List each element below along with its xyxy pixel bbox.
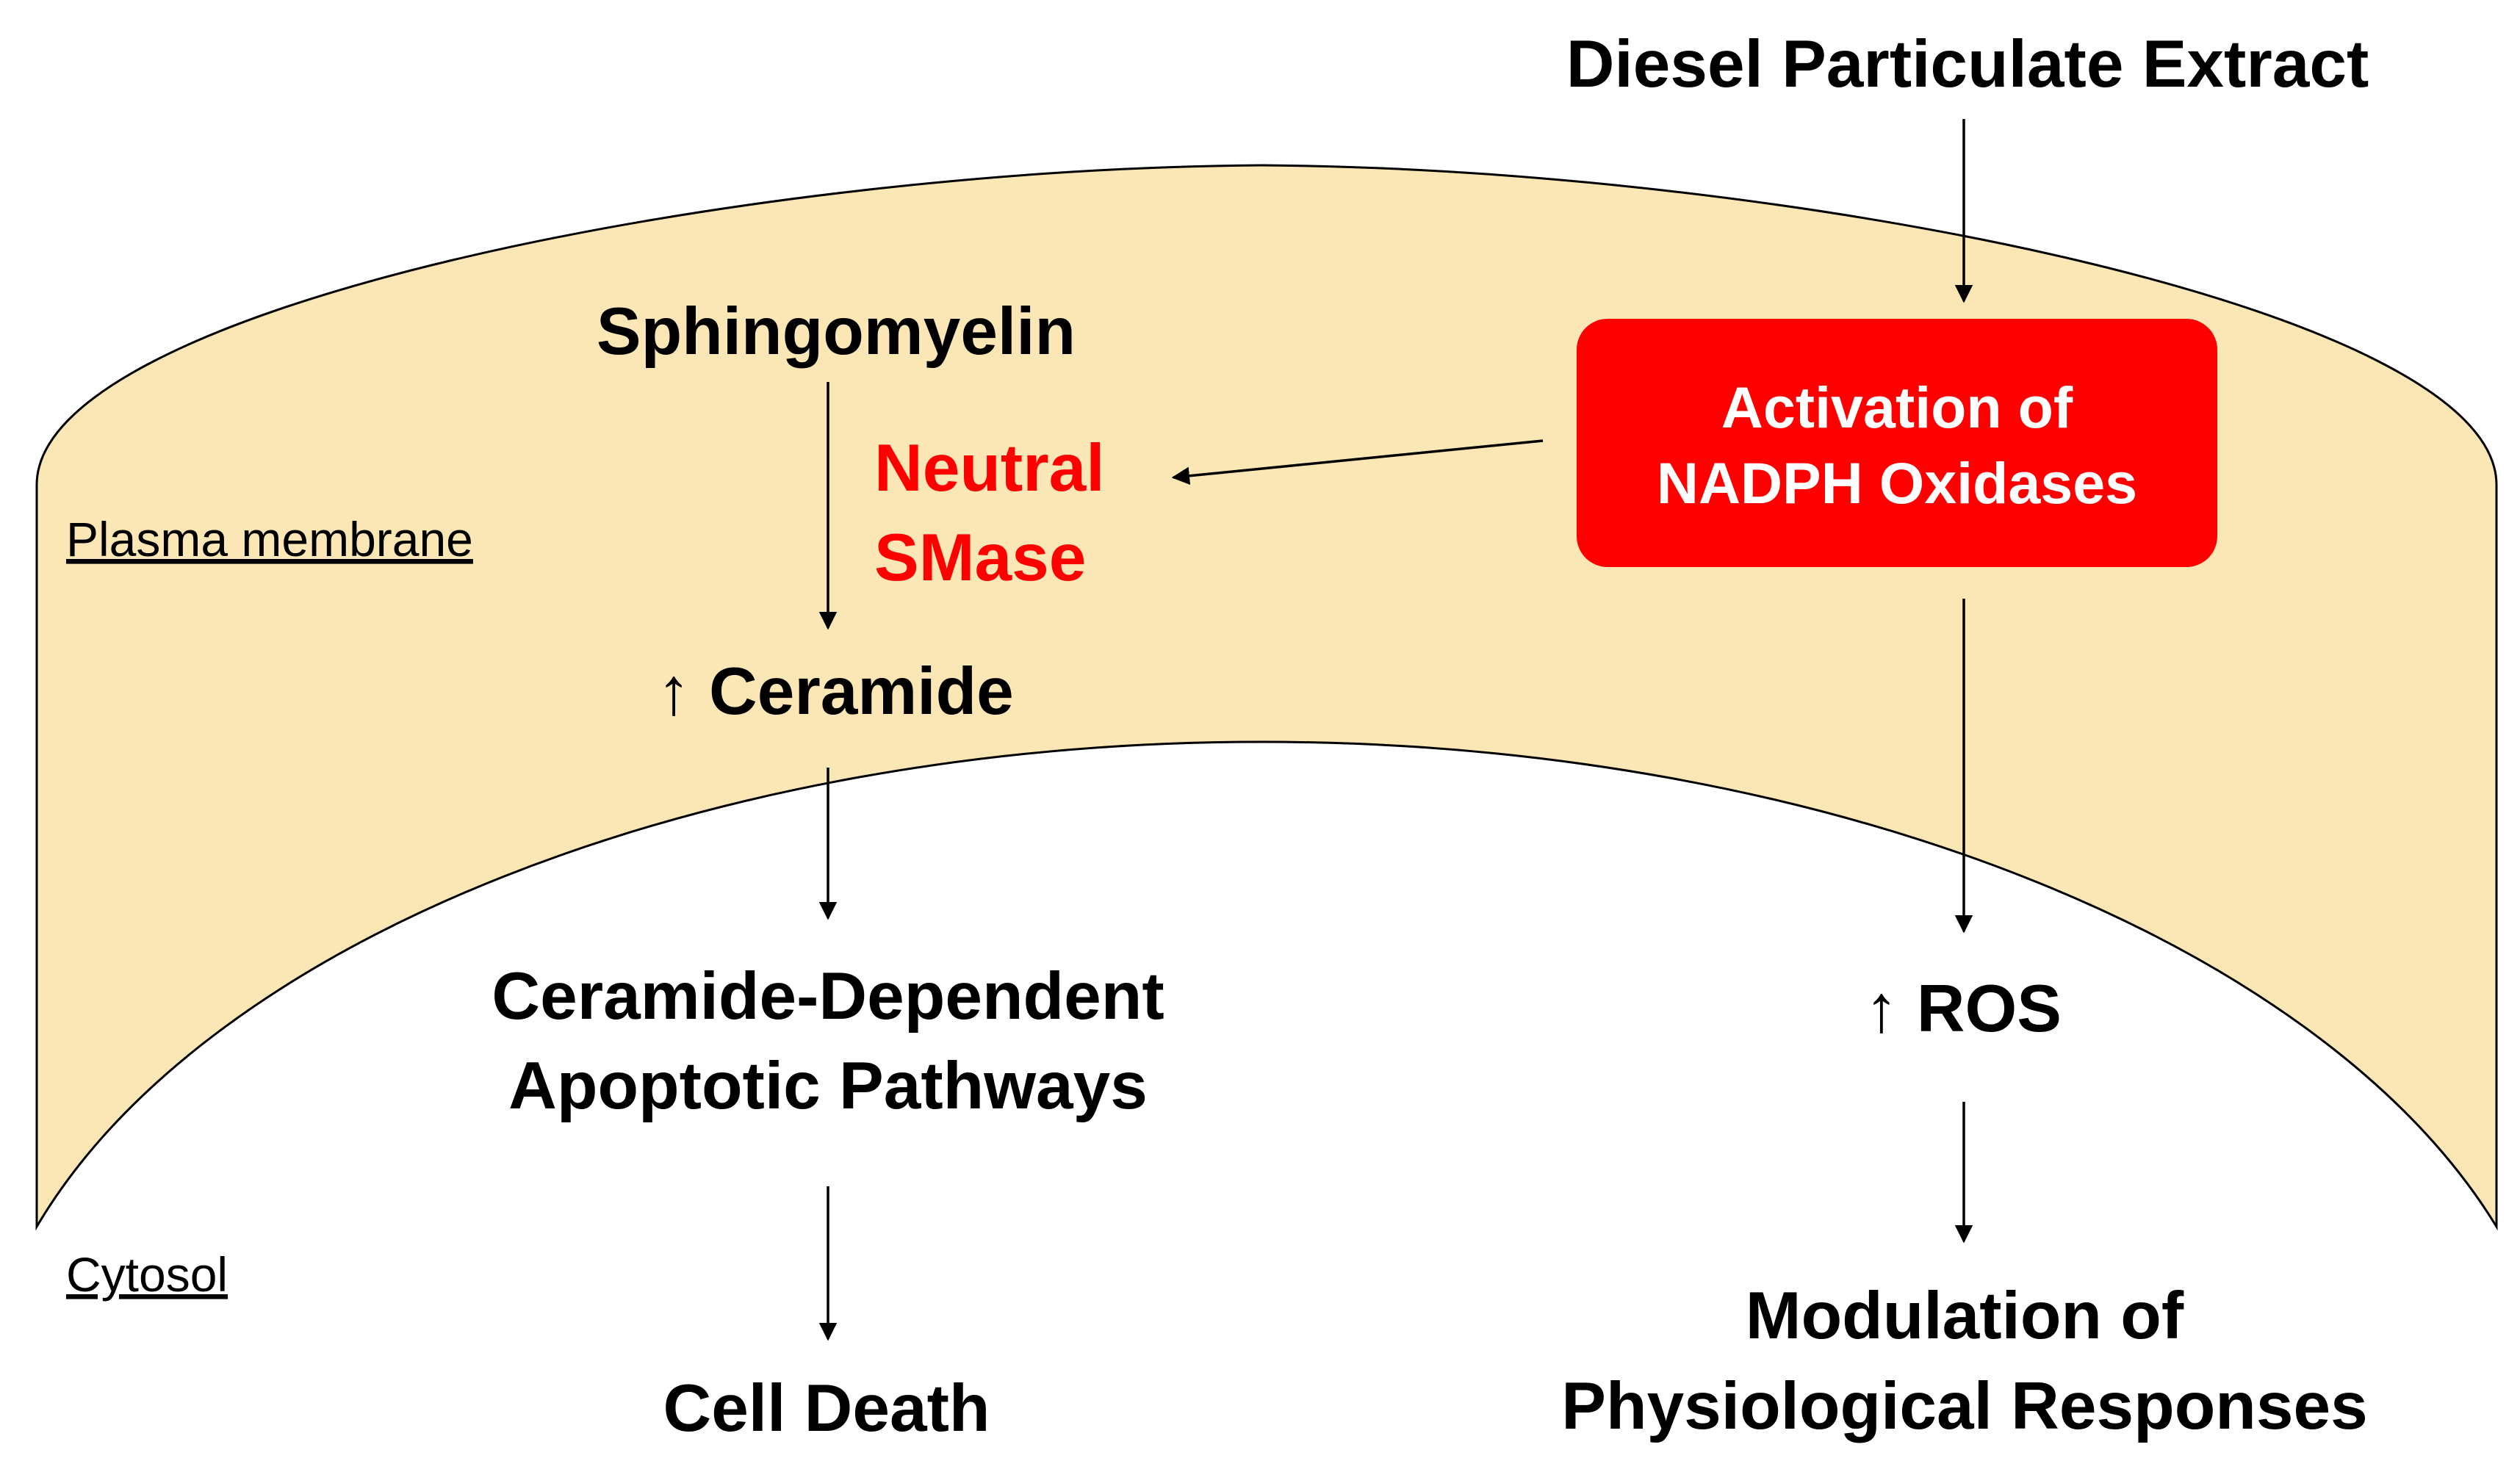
cytosol-label: Cytosol — [66, 1247, 228, 1302]
ceramide-dependent-line2: Apoptotic Pathways — [508, 1049, 1148, 1123]
sphingomyelin-label: Sphingomyelin — [597, 295, 1076, 369]
nadph-oxidase-box: Activation of NADPH Oxidases — [1577, 319, 2217, 567]
neutral-smase-line1: Neutral — [874, 431, 1105, 505]
nadph-oxidase-line1: Activation of — [1721, 375, 2073, 440]
ceramide-dependent-line1: Ceramide-Dependent — [492, 959, 1164, 1033]
plasma-membrane-label: Plasma membrane — [66, 512, 473, 566]
modulation-line1: Modulation of — [1746, 1279, 2184, 1353]
diesel-particulate-extract-label: Diesel Particulate Extract — [1566, 27, 2369, 101]
ros-label: ↑ ROS — [1865, 972, 2062, 1046]
neutral-smase-line2: SMase — [874, 521, 1086, 595]
nadph-oxidase-box-shape — [1577, 319, 2217, 567]
cell-death-label: Cell Death — [663, 1371, 990, 1446]
ceramide-label: ↑ Ceramide — [657, 654, 1014, 729]
nadph-oxidase-line2: NADPH Oxidases — [1657, 450, 2137, 516]
arrow-nadph-to-smase — [1171, 439, 1544, 486]
modulation-line2: Physiological Responses — [1561, 1369, 2367, 1443]
